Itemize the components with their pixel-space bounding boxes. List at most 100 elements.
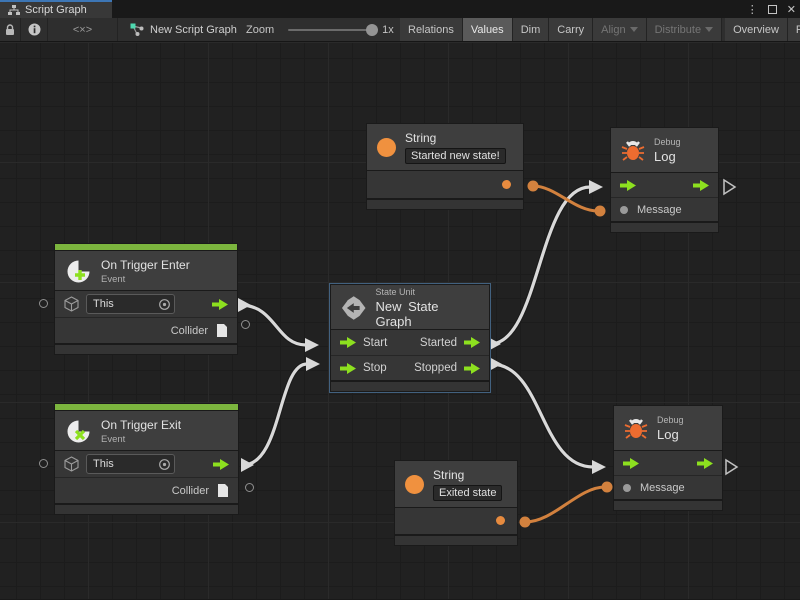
trigger-exit-icon	[67, 420, 90, 442]
node-state-unit[interactable]: State Unit New State Graph Start Started…	[331, 285, 489, 391]
node-kind: Debug	[657, 415, 684, 425]
node-debug-log-top[interactable]: Debug Log Message	[611, 128, 718, 232]
gameobject-cube-icon	[64, 296, 79, 312]
node-on-trigger-enter[interactable]: On Trigger Enter Event This	[55, 244, 237, 354]
zoom-value: 1x	[382, 23, 394, 36]
node-title: Log	[654, 149, 676, 164]
maximize-icon[interactable]	[767, 4, 777, 14]
lock-icon	[6, 23, 14, 35]
port-label: Message	[637, 203, 682, 216]
graph-canvas[interactable]: String Started new state! Debug Log	[0, 42, 800, 599]
started-flow-out-port[interactable]	[464, 337, 480, 348]
port-label: Collider	[170, 324, 208, 337]
code-icon: <×>	[72, 23, 93, 36]
lock-button[interactable]	[0, 18, 21, 41]
target-object-field[interactable]: This	[86, 294, 175, 314]
node-on-trigger-exit[interactable]: On Trigger Exit Event This	[55, 404, 238, 514]
state-unit-icon	[341, 295, 366, 320]
node-string-top[interactable]: String Started new state!	[367, 124, 523, 209]
chevron-down-icon	[705, 27, 714, 32]
string-literal-icon	[377, 138, 396, 157]
wire-stopped-to-log	[489, 362, 595, 469]
node-subtitle: Event	[101, 433, 126, 445]
node-title: String	[405, 131, 437, 145]
collider-output-port[interactable]	[217, 483, 229, 498]
overview-button[interactable]: Overview	[725, 18, 788, 41]
port-label: Start	[363, 336, 388, 349]
node-title: Log	[657, 427, 679, 442]
object-picker-icon[interactable]	[158, 458, 171, 471]
start-flow-in-port[interactable]	[340, 337, 356, 348]
flow-out-port[interactable]	[212, 298, 228, 310]
flow-wires[interactable]	[238, 185, 595, 469]
exit-target-port[interactable]	[39, 459, 48, 468]
graph-name-header: New Script Graph	[130, 18, 237, 41]
title-bar: Script Graph ⋮ ✕	[0, 0, 800, 18]
bug-icon	[624, 418, 648, 439]
port-label: Message	[640, 481, 685, 494]
flow-out-port[interactable]	[697, 457, 713, 469]
stopped-flow-out-port[interactable]	[464, 362, 480, 374]
node-debug-log-bottom[interactable]: Debug Log Message	[614, 406, 722, 510]
enter-target-port[interactable]	[39, 299, 48, 308]
zoom-slider-handle[interactable]	[366, 23, 379, 36]
exit-collider-port[interactable]	[245, 483, 254, 492]
flow-arrowheads	[238, 180, 606, 474]
tab-label: Script Graph	[25, 4, 87, 16]
string-value-field[interactable]: Exited state	[433, 485, 503, 501]
node-title: New State Graph	[375, 298, 439, 329]
zoom-slider[interactable]	[288, 23, 379, 36]
zoom-control: Zoom 1x	[246, 18, 394, 41]
window-menu-icon[interactable]: ⋮	[746, 3, 758, 16]
port-label: Stop	[363, 362, 387, 374]
event-accent-bar	[55, 404, 238, 411]
distribute-dropdown[interactable]: Distribute	[646, 18, 723, 41]
toolbar-toggle-group: Relations Values Dim Carry Align Distrib…	[400, 18, 800, 41]
value-wires[interactable]	[523, 184, 607, 524]
flow-in-port[interactable]	[620, 179, 636, 191]
port-label: Collider	[171, 484, 209, 497]
target-object-field[interactable]: This	[86, 454, 175, 474]
wire-string-to-message-top	[531, 184, 600, 213]
flow-in-port[interactable]	[623, 457, 639, 469]
message-input-port[interactable]	[620, 205, 628, 214]
string-output-port[interactable]	[496, 516, 505, 525]
flow-continuation-icon	[723, 178, 739, 476]
enter-collider-port[interactable]	[241, 320, 250, 329]
wire-enter-to-start	[238, 303, 308, 347]
gameobject-cube-icon	[64, 456, 79, 472]
align-dropdown[interactable]: Align	[593, 18, 647, 41]
object-picker-icon[interactable]	[158, 298, 171, 311]
close-icon[interactable]: ✕	[786, 3, 796, 16]
node-kind: Debug	[654, 137, 681, 147]
port-label: Started	[419, 336, 457, 349]
dim-button[interactable]: Dim	[512, 18, 550, 41]
wire-string-to-message-bottom	[523, 485, 607, 524]
code-view-button[interactable]: <×>	[48, 18, 118, 41]
string-output-port[interactable]	[502, 180, 511, 189]
fullscreen-button[interactable]: Full Scr	[787, 18, 800, 41]
flow-out-port[interactable]	[213, 458, 229, 470]
carry-button[interactable]: Carry	[549, 18, 594, 41]
node-string-bottom[interactable]: String Exited state	[395, 461, 517, 545]
graph-icon	[130, 23, 144, 36]
info-icon	[28, 23, 40, 36]
tab-script-graph[interactable]: Script Graph	[0, 0, 112, 18]
graph-toolbar: <×> New Script Graph Zoom 1x Relations V…	[0, 18, 800, 42]
node-title: On Trigger Enter	[101, 257, 190, 272]
wire-started-to-log	[488, 185, 592, 346]
values-button[interactable]: Values	[462, 18, 513, 41]
event-accent-bar	[55, 244, 237, 251]
relations-button[interactable]: Relations	[400, 18, 463, 41]
script-graph-icon	[8, 4, 20, 15]
node-title: String	[433, 468, 465, 482]
flow-out-port[interactable]	[693, 179, 709, 191]
string-literal-icon	[405, 475, 424, 494]
zoom-label: Zoom	[246, 23, 275, 36]
string-value-field[interactable]: Started new state!	[405, 148, 506, 164]
collider-output-port[interactable]	[216, 323, 228, 338]
node-title: On Trigger Exit	[101, 417, 182, 432]
info-button[interactable]	[21, 18, 48, 41]
stop-flow-in-port[interactable]	[340, 362, 356, 374]
message-input-port[interactable]	[623, 483, 631, 492]
